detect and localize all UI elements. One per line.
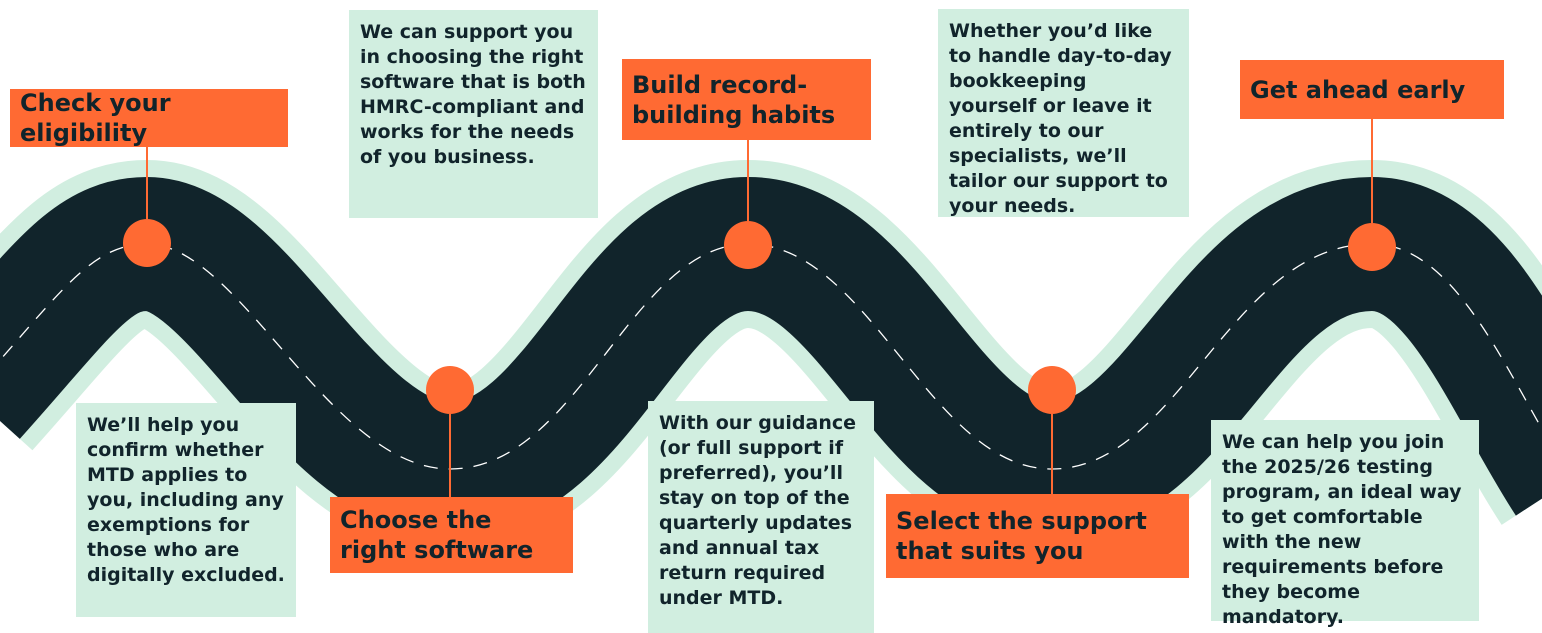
step-5-title: Get ahead early bbox=[1240, 60, 1504, 119]
step-3-milestone-dot bbox=[724, 221, 772, 269]
step-3-connector bbox=[747, 140, 749, 221]
step-5-milestone-dot bbox=[1348, 223, 1396, 271]
step-1-description: We’ll help you confirm whether MTD appli… bbox=[76, 403, 296, 617]
step-2-title: Choose the right software bbox=[330, 497, 573, 573]
step-1-title: Check your eligibility bbox=[10, 89, 288, 147]
step-3-description: With our guidance (or full support if pr… bbox=[648, 401, 874, 633]
step-4-title: Select the support that suits you bbox=[886, 494, 1189, 578]
step-5-connector bbox=[1371, 119, 1373, 223]
step-2-connector bbox=[449, 414, 451, 497]
step-1-milestone-dot bbox=[123, 219, 171, 267]
step-4-connector bbox=[1051, 414, 1053, 494]
step-4-milestone-dot bbox=[1028, 366, 1076, 414]
step-4-description: Whether you’d like to handle day-to-day … bbox=[938, 9, 1189, 217]
step-1-connector bbox=[146, 147, 148, 219]
step-3-title: Build record-building habits bbox=[622, 59, 871, 140]
step-5-description: We can help you join the 2025/26 testing… bbox=[1211, 420, 1479, 628]
step-2-description: We can support you in choosing the right… bbox=[349, 10, 598, 218]
step-2-milestone-dot bbox=[426, 366, 474, 414]
